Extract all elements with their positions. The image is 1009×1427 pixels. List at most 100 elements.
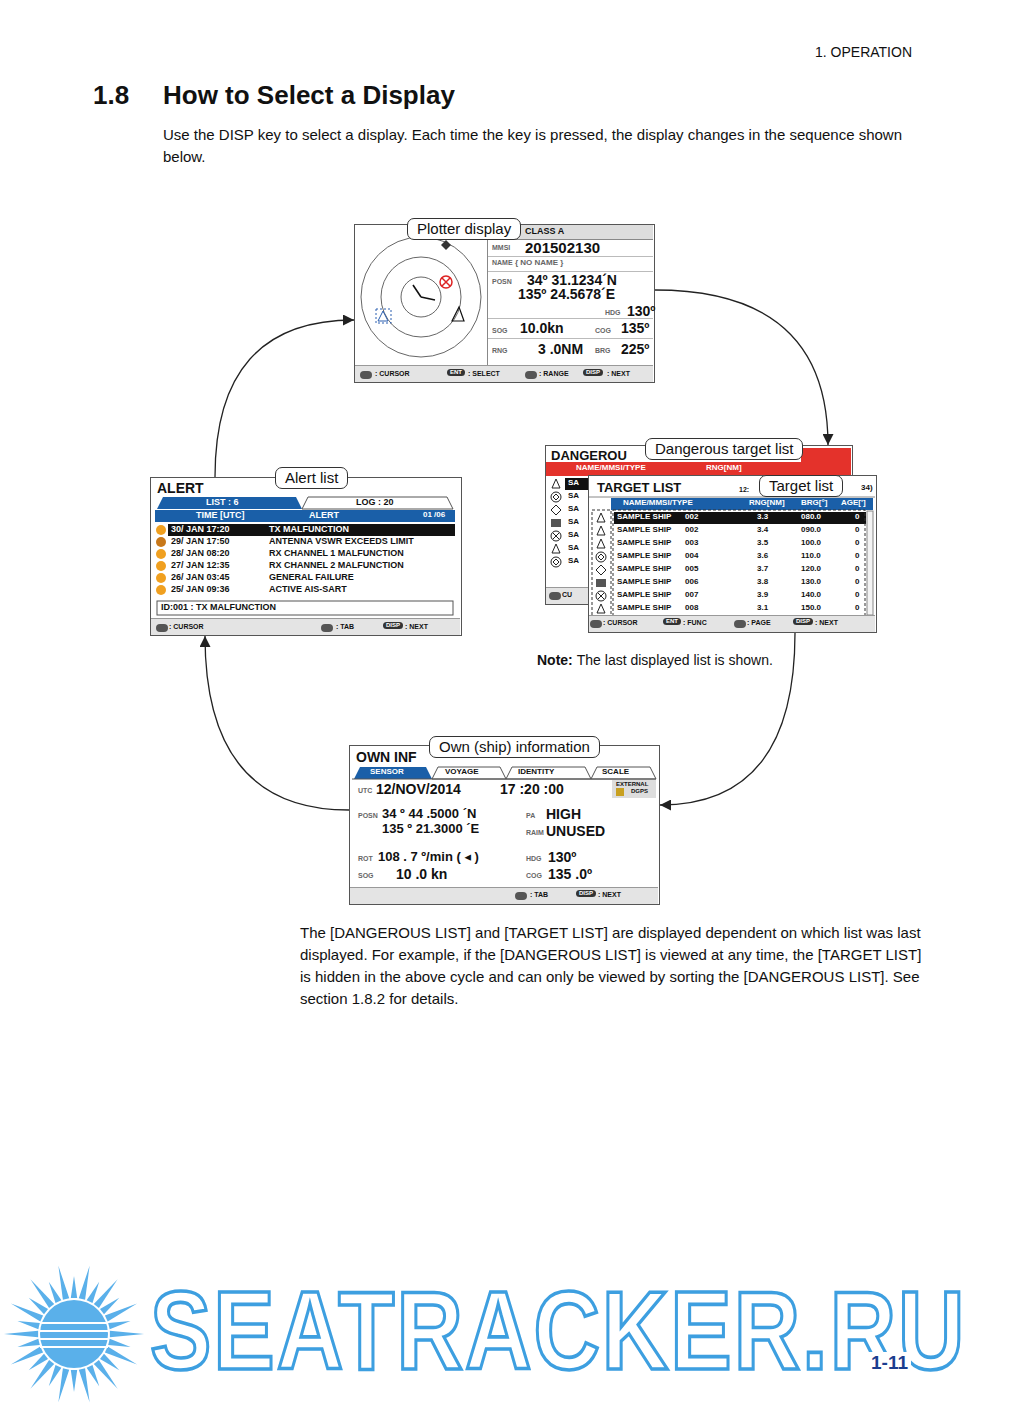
sun-ray <box>94 1360 118 1389</box>
tab-shape <box>591 767 656 779</box>
cycle-arrow <box>655 290 828 445</box>
screen-text: AGE['] <box>841 499 866 508</box>
screen-text: IDENTITY <box>518 768 554 777</box>
note-text: The last displayed list is shown. <box>577 652 773 668</box>
screen-text: SA <box>568 531 579 540</box>
target-symbol <box>551 557 561 567</box>
screen-text: 10 .0 kn <box>396 867 447 882</box>
screen-text: POSN <box>492 278 512 286</box>
panel-divider <box>487 225 488 365</box>
screen-text: SA <box>568 492 579 501</box>
screen-text: LIST : 6 <box>206 498 239 508</box>
screen-text: DANGEROU <box>551 449 627 463</box>
display-screen: CLASS AMMSI201502130NAME{ NO NAME }POSN3… <box>354 224 655 383</box>
target-symbol <box>441 240 451 250</box>
screen-text: SAMPLE SHIP <box>617 604 671 613</box>
cursor-key-icon <box>515 892 527 900</box>
callout-label: Own (ship) information <box>429 736 600 758</box>
screen-text: ROT <box>358 855 373 863</box>
scrollbar <box>867 511 873 615</box>
target-symbol <box>553 559 559 565</box>
sun-ray <box>49 1365 62 1386</box>
sun-ray <box>108 1339 130 1347</box>
range-ring <box>361 237 481 357</box>
sun-ray <box>87 1282 100 1303</box>
tab-shape <box>302 497 453 509</box>
note-head: Note: <box>537 652 573 668</box>
cursor-key-icon <box>156 624 168 632</box>
screen-text: 006 <box>685 578 698 587</box>
key-icon: ENT <box>447 369 465 376</box>
screen-text: 201502130 <box>525 240 600 257</box>
screen-text: UTC <box>358 787 372 795</box>
row-line <box>488 271 653 272</box>
screen-text: 3.7 <box>757 565 768 574</box>
screen-text: SA <box>568 479 579 488</box>
alert-icon <box>156 573 166 583</box>
cycle-arrow <box>215 320 354 477</box>
callout-label: Plotter display <box>407 218 521 240</box>
sun-ray <box>79 1266 90 1300</box>
screen-text: ACTIVE AIS-SART <box>269 585 347 595</box>
target-symbol <box>597 539 605 548</box>
screen-text: TIME [UTC] <box>196 511 245 521</box>
screen-text: COG <box>595 327 611 335</box>
screen-text: 34) <box>861 484 873 493</box>
target-symbol <box>597 526 605 535</box>
screen-text: 005 <box>685 565 698 574</box>
body-paragraph: The [DANGEROUS LIST] and [TARGET LIST] a… <box>300 922 925 1010</box>
page-number: 1-11 <box>868 1352 911 1374</box>
screen-text: 0 <box>855 539 859 548</box>
screen-text: 108 . 7 º/min ( ◂ ) <box>378 850 479 864</box>
screen-text: LOG : 20 <box>356 498 394 508</box>
screen-text: 3.5 <box>757 539 768 548</box>
screen-text: HDG <box>526 855 542 863</box>
dashed-frame <box>592 510 611 616</box>
page-header: 1. OPERATION <box>815 44 912 60</box>
screen-text: 0 <box>855 513 859 522</box>
header-bar <box>155 510 455 522</box>
callout-text: Dangerous target list <box>655 440 793 457</box>
screen-text: 130º <box>548 850 576 865</box>
row-line <box>488 338 653 339</box>
sun-ray <box>87 1365 100 1386</box>
header-bar <box>546 462 851 476</box>
intro-paragraph: Use the DISP key to select a display. Ea… <box>163 124 918 168</box>
screen-text: OWN INF <box>356 750 417 765</box>
target-symbol <box>552 544 560 553</box>
screen-text: 004 <box>685 552 698 561</box>
screen-text: ALERT <box>157 481 204 496</box>
screen-text: 3 .0NM <box>538 342 583 357</box>
screen-text: RX CHANNEL 1 MALFUNCTION <box>269 549 404 559</box>
screen-text: SCALE <box>602 768 629 777</box>
sun-ray <box>110 1331 144 1337</box>
screen-text: 34 º 44 .5000 ´N <box>382 807 476 821</box>
screen-text: : CURSOR <box>169 623 204 631</box>
cursor-key-icon <box>525 371 537 379</box>
title-tab <box>801 448 851 462</box>
target-symbol <box>551 519 561 527</box>
alert-icon <box>156 525 166 535</box>
screen-text: 17 :20 :00 <box>500 782 564 797</box>
header-bar <box>611 498 873 510</box>
screen-text: : NEXT <box>815 619 838 627</box>
callout-label: Alert list <box>275 467 348 489</box>
sun-ray <box>71 1370 77 1392</box>
screen-text: 12/NOV/2014 <box>376 782 461 797</box>
watermark: SEATRACKER.RU <box>150 1268 967 1394</box>
sun-ray <box>79 1368 90 1402</box>
callout-text: Target list <box>769 477 833 494</box>
screen-text: BRG[°] <box>801 499 827 508</box>
target-symbol <box>597 513 605 522</box>
screen-text: RNG[NM] <box>706 464 742 473</box>
sun-ray <box>108 1321 130 1329</box>
sun-disc <box>40 1300 108 1368</box>
range-ring <box>381 257 461 337</box>
screen-text: 0 <box>855 578 859 587</box>
screen-text: 008 <box>685 604 698 613</box>
selected-target <box>442 278 450 286</box>
screen-text: : PAGE <box>747 619 771 627</box>
target-symbol <box>598 554 604 560</box>
screen-text: RNG <box>492 347 508 355</box>
